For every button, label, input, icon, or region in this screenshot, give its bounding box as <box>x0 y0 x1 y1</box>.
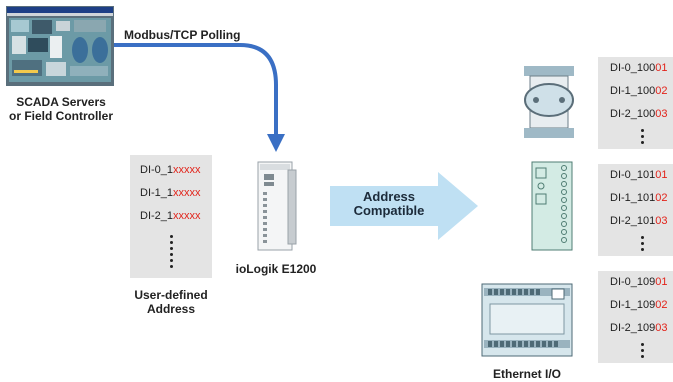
device-label: ioLogik E1200 <box>235 262 317 276</box>
address-row: DI-2_10103 <box>610 215 668 227</box>
polling-label: Modbus/TCP Polling <box>124 28 241 42</box>
address-row: DI-1_10902 <box>610 299 668 311</box>
more-dots <box>641 236 645 254</box>
more-dots <box>641 343 645 361</box>
ethernet-io-image <box>480 282 574 358</box>
address-row: DI-1_1xxxxx <box>140 187 201 199</box>
sensor-module-image <box>522 64 576 140</box>
device-address-panel: DI-0_10001 DI-1_10002 DI-2_10003 <box>598 57 673 149</box>
iologik-device-image <box>250 160 300 252</box>
address-row: DI-0_10101 <box>610 169 668 181</box>
address-row: DI-1_10002 <box>610 85 668 97</box>
address-row: DI-0_1xxxxx <box>140 164 201 176</box>
more-dots <box>641 129 645 147</box>
din-module-image <box>528 160 576 252</box>
ethernet-io-label: Ethernet I/O <box>492 367 561 381</box>
address-row: DI-2_1xxxxx <box>140 210 201 222</box>
address-compatible-arrow <box>330 172 478 240</box>
device-address-panel: DI-0_10101 DI-1_10102 DI-2_10103 <box>598 164 673 256</box>
address-row: DI-0_10001 <box>610 62 668 74</box>
user-defined-address-panel: DI-0_1xxxxx DI-1_1xxxxx DI-2_1xxxxx <box>130 155 212 278</box>
user-defined-label: User-defined Address <box>134 288 208 316</box>
address-row: DI-2_10903 <box>610 322 668 334</box>
device-address-panel: DI-0_10901 DI-1_10902 DI-2_10903 <box>598 271 673 363</box>
scada-screen-image <box>6 6 114 86</box>
more-dots <box>170 235 174 271</box>
address-row: DI-2_10003 <box>610 108 668 120</box>
address-row: DI-0_10901 <box>610 276 668 288</box>
address-compatible-label: Address Compatible <box>353 189 425 218</box>
scada-label: SCADA Servers or Field Controller <box>8 95 113 123</box>
address-row: DI-1_10102 <box>610 192 668 204</box>
